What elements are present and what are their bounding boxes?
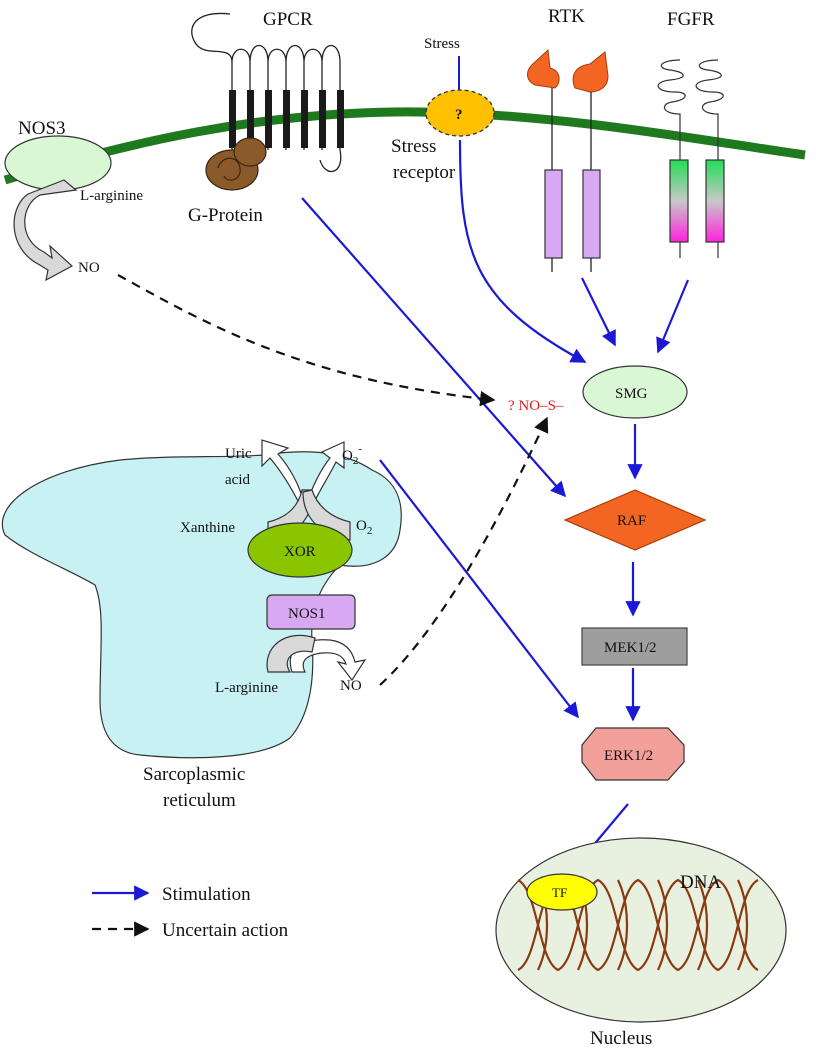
tf-label: TF [552, 885, 567, 900]
legend: Stimulation Uncertain action [92, 884, 289, 941]
erk-label: ERK1/2 [604, 748, 653, 764]
mek-label: MEK1/2 [604, 640, 657, 656]
uncertain-arrows [117, 274, 549, 686]
o2-minus-label: O2- [342, 443, 362, 467]
gpcr-label: GPCR [263, 9, 313, 30]
nos3-no-label: NO [78, 260, 100, 276]
mek-node [581, 627, 688, 666]
xor-label: XOR [284, 544, 316, 560]
gpcr-transmembrane-segments [229, 90, 344, 148]
nucleus-label: Nucleus [590, 1028, 652, 1049]
uric-acid-arrow [261, 439, 305, 506]
stress-receptor-label-1: Stress [391, 136, 436, 157]
nos3-l-arginine-label: L-arginine [80, 188, 143, 204]
o2-label: O2 [356, 518, 372, 537]
raf-node [563, 489, 707, 551]
legend-uncertain-label: Uncertain action [162, 920, 289, 941]
sr-no-label: NO [340, 678, 362, 694]
no-s-label: ? NO–S– [508, 398, 564, 414]
xor-enzyme [247, 522, 353, 578]
o2-minus-arrow [305, 441, 345, 507]
fgfr-domain-2 [705, 159, 725, 243]
rtk-label: RTK [548, 6, 585, 27]
sr-l-arginine-label: L-arginine [215, 680, 278, 696]
tf-node [526, 873, 598, 911]
nos3-conversion-arrow [13, 179, 78, 282]
stimulation-arrows [301, 139, 690, 868]
stress-receptor [425, 89, 495, 137]
nos3-label: NOS3 [18, 118, 66, 139]
nos1-enzyme [266, 594, 356, 630]
sr-name-line1: Sarcoplasmic [143, 764, 245, 785]
stress-label: Stress [424, 36, 460, 52]
g-protein [205, 137, 267, 191]
g-protein-label: G-Protein [188, 205, 263, 226]
arrow-gpcr-to-raf [301, 197, 567, 498]
legend-stimulation-label: Stimulation [162, 884, 251, 905]
rtk-receptor [527, 48, 609, 272]
cell-membrane [3, 107, 806, 185]
fgfr-receptor [657, 59, 724, 258]
smg-label: SMG [615, 386, 648, 402]
arrow-no1-to-no-s [379, 416, 549, 686]
xanthine-label: Xanthine [180, 520, 235, 536]
arrow-no3-to-no-s [117, 274, 496, 407]
dna-label: DNA [680, 872, 721, 893]
fgfr-label: FGFR [667, 9, 715, 30]
uric-acid-label-2: acid [225, 472, 250, 488]
raf-label: RAF [617, 513, 646, 529]
stress-receptor-label-2: receptor [393, 162, 456, 183]
arrow-fgfr-to-smg [656, 279, 690, 354]
fgfr-domain-1 [669, 159, 689, 243]
arrow-o2-to-erk [379, 459, 579, 719]
uric-acid-label-1: Uric [225, 446, 252, 462]
smg-node [582, 365, 688, 419]
arrow-rtk-to-smg [581, 277, 616, 347]
gpcr-receptor [191, 12, 342, 173]
nos1-label: NOS1 [288, 606, 326, 622]
sr-name-line2: reticulum [163, 790, 236, 811]
arrow-stress-to-smg [458, 139, 587, 363]
stress-receptor-mark: ? [455, 107, 463, 123]
erk-node [581, 727, 685, 781]
